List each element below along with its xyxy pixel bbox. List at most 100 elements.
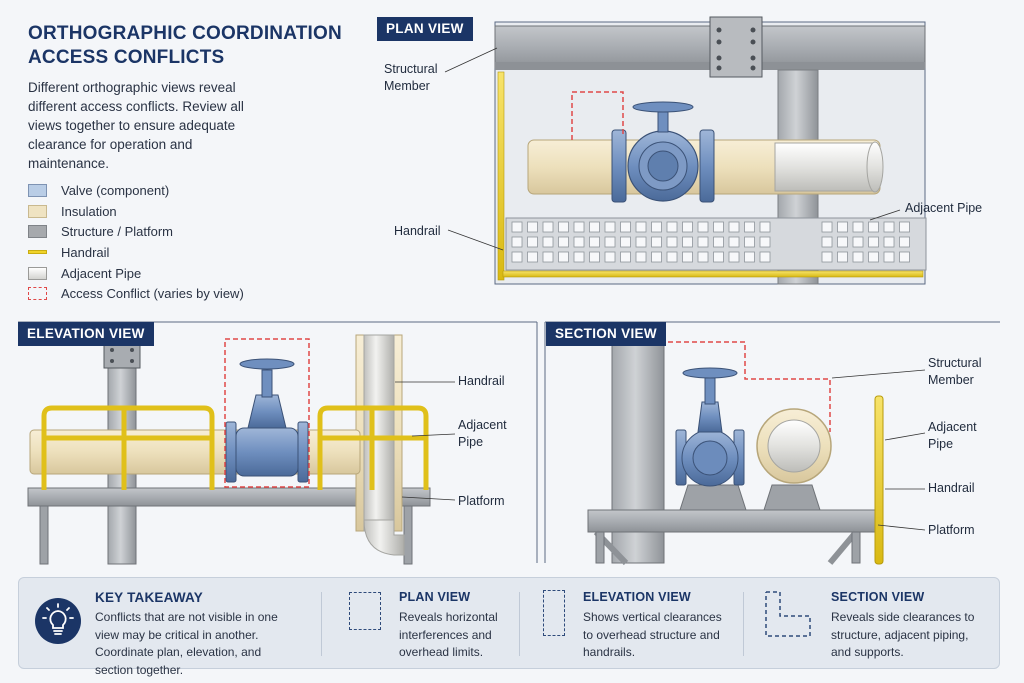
title-line-2: ACCESS CONFLICTS bbox=[28, 47, 225, 68]
section-handrail-post bbox=[874, 395, 884, 565]
grating-cell bbox=[589, 221, 600, 233]
valve-swatch bbox=[28, 183, 47, 197]
grating-cell bbox=[666, 236, 678, 248]
grating-cell bbox=[868, 221, 879, 233]
plan-label-adjacent-pipe: Adjacent Pipe bbox=[905, 201, 983, 215]
grating-cell bbox=[589, 236, 600, 248]
grating-cell bbox=[682, 236, 693, 248]
divider bbox=[321, 592, 322, 656]
grating-cell bbox=[666, 251, 678, 263]
grating-cell bbox=[558, 236, 569, 248]
grating-cell bbox=[697, 236, 709, 248]
elevation-column-cap bbox=[103, 341, 141, 369]
grating-cell bbox=[635, 221, 647, 233]
section-label-handrail: Handrail bbox=[928, 481, 975, 495]
lightbulb-icon bbox=[35, 598, 81, 644]
elevation-label-platform: Platform bbox=[458, 494, 505, 508]
section-view-tag: SECTION VIEW bbox=[546, 322, 666, 346]
grating-cell bbox=[883, 221, 895, 233]
grating-cell bbox=[542, 221, 554, 233]
legend-item-adjacent-pipe: Adjacent Pipe bbox=[28, 263, 268, 284]
legend-item-insulation: Insulation bbox=[28, 201, 268, 222]
section-label-platform: Platform bbox=[928, 523, 975, 537]
grating-cell bbox=[573, 251, 585, 263]
section-label-structural: Structural Member bbox=[928, 356, 982, 387]
grating-cell bbox=[604, 236, 616, 248]
plan-conflict-zone bbox=[571, 91, 624, 140]
insulation-swatch bbox=[28, 204, 47, 218]
grating-cell bbox=[837, 236, 848, 248]
grating-cell bbox=[511, 251, 523, 263]
grating-cell bbox=[511, 236, 523, 248]
adjacent-pipe-swatch bbox=[28, 266, 47, 280]
plan-leader-structural bbox=[444, 47, 498, 73]
grating-cell bbox=[899, 236, 910, 248]
grating-cell bbox=[527, 221, 538, 233]
grating-cell bbox=[651, 221, 662, 233]
grating-cell bbox=[713, 251, 724, 263]
plan-valve bbox=[611, 101, 715, 203]
plan-grating bbox=[505, 217, 927, 271]
grating-cell bbox=[604, 251, 616, 263]
grating-cell bbox=[620, 251, 631, 263]
takeaway-section-heading: SECTION VIEW bbox=[831, 590, 925, 604]
elevation-view-tag: ELEVATION VIEW bbox=[18, 322, 154, 346]
takeaway-text: Conflicts that are not visible in one vi… bbox=[95, 610, 278, 677]
elevation-label-adjacent: Adjacent Pipe bbox=[458, 418, 507, 449]
grating-cell bbox=[542, 236, 554, 248]
grating-cell bbox=[651, 251, 662, 263]
legend-label: Insulation bbox=[61, 203, 117, 219]
divider bbox=[519, 592, 520, 656]
grating-cell bbox=[573, 221, 585, 233]
grating-cell bbox=[899, 221, 910, 233]
grating-cell bbox=[573, 236, 585, 248]
grating-cell bbox=[759, 251, 771, 263]
legend-item-structure: Structure / Platform bbox=[28, 221, 268, 242]
grating-cell bbox=[837, 251, 848, 263]
plan-adjacent-pipe-section bbox=[774, 142, 876, 192]
handrail-swatch bbox=[28, 250, 47, 255]
grating-cell bbox=[527, 236, 538, 248]
page-description: Different orthographic views reveal diff… bbox=[28, 80, 244, 171]
elevation-view-icon bbox=[543, 590, 565, 636]
grating-cell bbox=[899, 251, 910, 263]
grating-cell bbox=[883, 236, 895, 248]
elevation-handrail bbox=[41, 405, 429, 490]
section-platform bbox=[587, 509, 879, 533]
plan-label-handrail: Handrail bbox=[394, 224, 441, 238]
elevation-platform bbox=[27, 487, 431, 507]
section-conflict-zone bbox=[668, 341, 831, 432]
title-line-1: ORTHOGRAPHIC COORDINATION bbox=[28, 23, 342, 44]
elevation-label-handrail: Handrail bbox=[458, 374, 505, 388]
plan-view-tag: PLAN VIEW bbox=[377, 17, 473, 41]
grating-cell bbox=[635, 251, 647, 263]
grating-cell bbox=[744, 236, 755, 248]
plan-handrail-horizontal bbox=[502, 270, 924, 278]
structure-swatch bbox=[28, 225, 47, 239]
grating-cell bbox=[852, 221, 864, 233]
legend-label: Handrail bbox=[61, 244, 110, 260]
grating-cell bbox=[852, 236, 864, 248]
legend-item-handrail: Handrail bbox=[28, 242, 268, 263]
elevation-valve bbox=[225, 358, 309, 483]
grating-cell bbox=[821, 251, 833, 263]
legend-label: Adjacent Pipe bbox=[61, 265, 142, 281]
grating-cell bbox=[759, 236, 771, 248]
page-title: ORTHOGRAPHIC COORDINATION ACCESS CONFLIC… bbox=[28, 22, 348, 70]
takeaway-heading: KEY TAKEAWAY bbox=[95, 590, 203, 605]
grating-cell bbox=[511, 221, 523, 233]
divider bbox=[743, 592, 744, 656]
conflict-swatch bbox=[28, 287, 47, 301]
grating-cell bbox=[868, 236, 879, 248]
takeaway-section-text: Reveals side clearances to structure, ad… bbox=[831, 610, 975, 659]
grating-cell bbox=[868, 251, 879, 263]
grating-cell bbox=[728, 236, 740, 248]
grating-cell bbox=[651, 236, 662, 248]
grating-cell bbox=[558, 251, 569, 263]
plan-leader-adjacent bbox=[869, 209, 901, 221]
grating-cell bbox=[682, 251, 693, 263]
legend-label: Structure / Platform bbox=[61, 224, 173, 240]
grating-cell bbox=[713, 236, 724, 248]
legend-item-valve: Valve (component) bbox=[28, 180, 268, 201]
key-takeaway-panel: KEY TAKEAWAY Conflicts that are not visi… bbox=[18, 577, 1000, 677]
